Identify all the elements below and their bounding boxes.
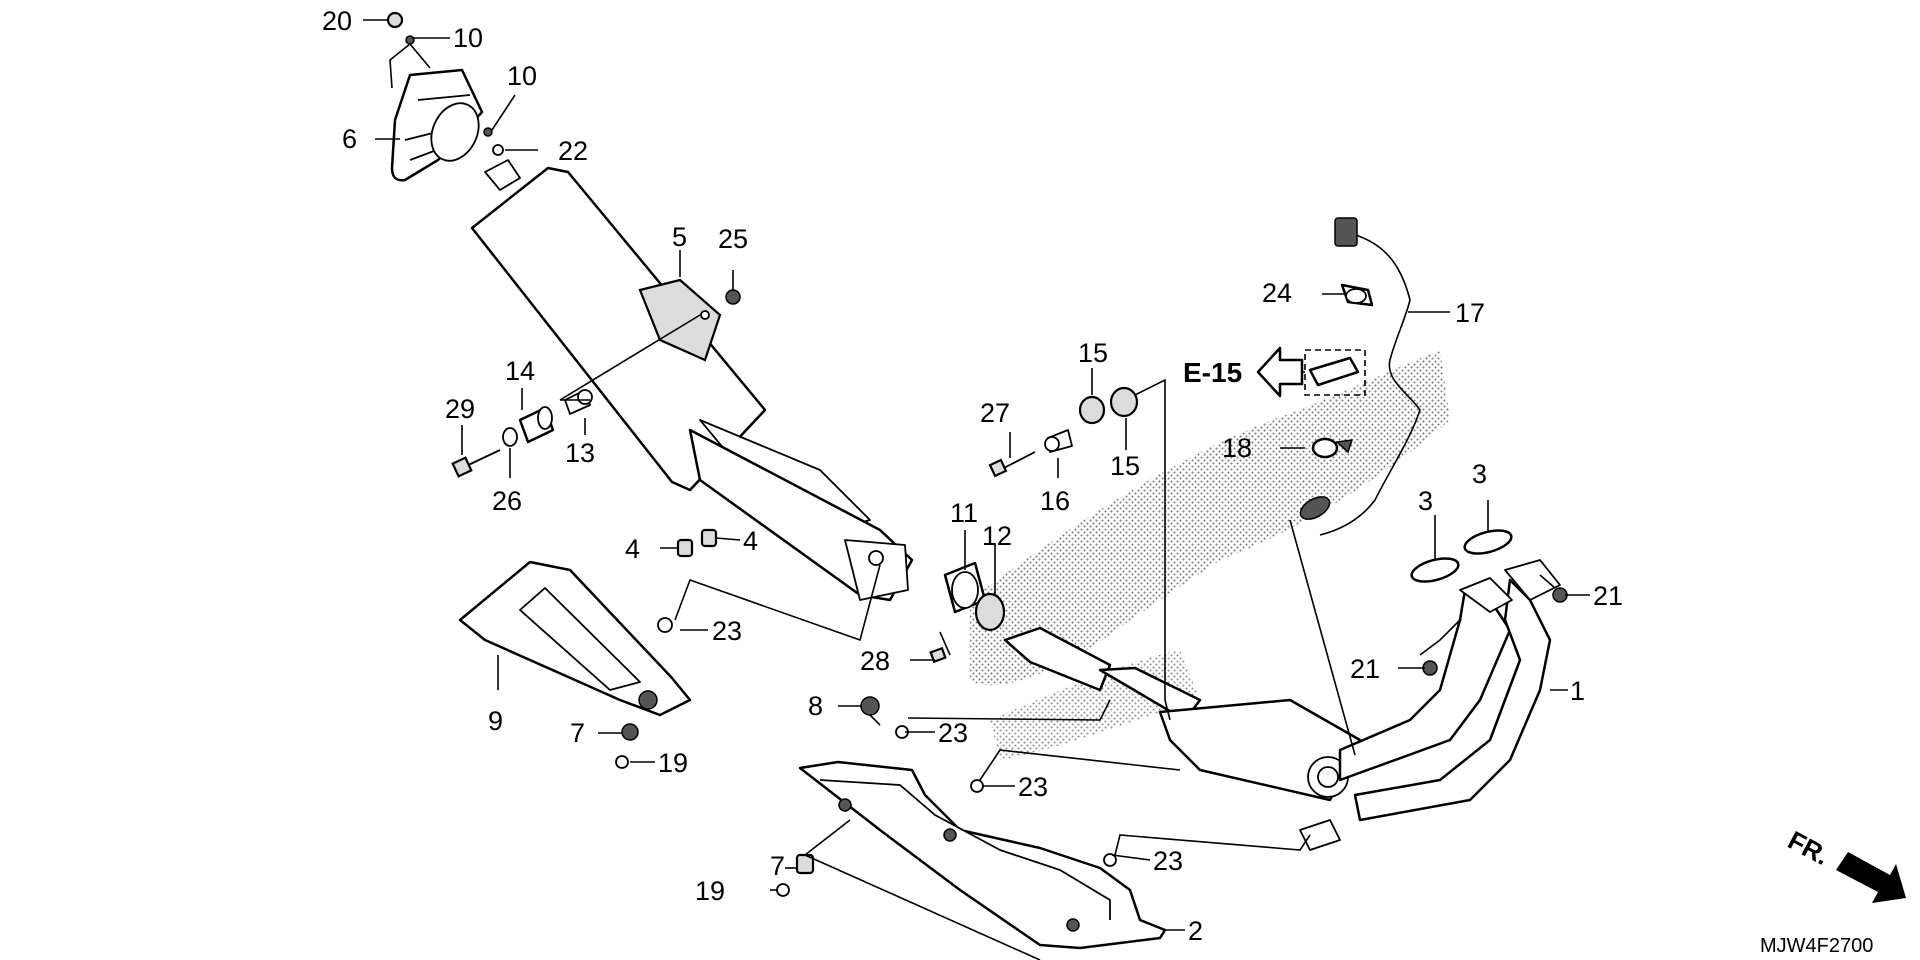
- callout-7b: 7: [770, 851, 785, 881]
- reference-arrow[interactable]: E-15: [1183, 346, 1305, 398]
- callout-29: 29: [445, 394, 475, 424]
- callout-15b: 15: [1110, 451, 1140, 481]
- callout-10b: 10: [507, 61, 537, 91]
- washer-26[interactable]: [502, 427, 518, 447]
- callout-14: 14: [505, 356, 535, 386]
- collar-7a[interactable]: [621, 723, 639, 741]
- gasket-12[interactable]: [974, 592, 1006, 632]
- reference-label: E-15: [1183, 357, 1242, 388]
- stay-bracket[interactable]: [1304, 349, 1366, 396]
- callout-16: 16: [1040, 486, 1070, 516]
- clamp-11[interactable]: [943, 561, 987, 614]
- callout-19a: 19: [658, 748, 688, 778]
- fr-label: FR.: [1783, 825, 1834, 871]
- o2-sensor-wire[interactable]: [1297, 217, 1421, 536]
- collar-13[interactable]: [564, 389, 593, 415]
- muffler[interactable]: [470, 159, 914, 602]
- callout-12: 12: [982, 521, 1012, 551]
- callout-11: 11: [950, 498, 978, 528]
- callout-17: 17: [1455, 298, 1485, 328]
- bolt-19a[interactable]: [615, 755, 629, 769]
- callout-labels: 20 10 10 6 22 5 25 29 14 13 26 4 4 23 9 …: [322, 6, 1623, 946]
- gasket-3b[interactable]: [1462, 526, 1514, 558]
- callout-2: 2: [1188, 916, 1203, 946]
- callout-23b: 23: [938, 718, 968, 748]
- bolt-28[interactable]: [929, 631, 951, 664]
- screw-20[interactable]: [386, 11, 404, 29]
- gasket-22[interactable]: [492, 144, 504, 156]
- callout-27: 27: [980, 398, 1010, 428]
- callout-6: 6: [342, 124, 357, 154]
- callout-4a: 4: [625, 534, 640, 564]
- callout-20: 20: [322, 6, 352, 36]
- callout-4b: 4: [743, 526, 758, 556]
- nut-21b[interactable]: [1552, 587, 1568, 603]
- bolt-29[interactable]: [451, 449, 501, 478]
- callout-25: 25: [718, 224, 748, 254]
- bolt-27[interactable]: [988, 451, 1036, 478]
- nut-21a[interactable]: [1422, 660, 1438, 676]
- clip-24[interactable]: [1340, 283, 1374, 307]
- clamp-18[interactable]: [1311, 437, 1354, 459]
- front-direction-marker: FR.: [1783, 825, 1906, 903]
- callout-7a: 7: [570, 718, 585, 748]
- rubber-15a[interactable]: [1078, 395, 1106, 425]
- mount-rubber-4a[interactable]: [676, 538, 694, 558]
- muffler-heat-shield[interactable]: [458, 560, 692, 717]
- gasket-3a[interactable]: [1409, 554, 1461, 586]
- washer-10b[interactable]: [483, 127, 493, 137]
- callout-13: 13: [565, 438, 595, 468]
- callout-26: 26: [492, 486, 522, 516]
- nut-23c[interactable]: [970, 779, 984, 793]
- callout-19b: 19: [695, 876, 725, 906]
- callout-1: 1: [1570, 676, 1585, 706]
- lower-heat-shield[interactable]: [798, 760, 1167, 950]
- callout-8: 8: [808, 691, 823, 721]
- callout-22: 22: [558, 136, 588, 166]
- callout-5: 5: [672, 222, 687, 252]
- callout-3a: 3: [1418, 486, 1433, 516]
- mount-rubber-4b[interactable]: [700, 528, 718, 548]
- shading-area: [970, 350, 1450, 686]
- nut-25[interactable]: [725, 289, 741, 305]
- rubber-15b[interactable]: [1109, 386, 1139, 418]
- nut-23d[interactable]: [1103, 853, 1117, 867]
- callout-10a: 10: [453, 23, 483, 53]
- muffler-end-cap[interactable]: [390, 68, 488, 182]
- collar-14[interactable]: [518, 406, 555, 444]
- nut-23a[interactable]: [657, 617, 673, 633]
- callout-21a: 21: [1350, 654, 1380, 684]
- callout-24: 24: [1262, 278, 1292, 308]
- callout-21b: 21: [1593, 581, 1623, 611]
- collar-8[interactable]: [860, 696, 880, 716]
- callout-23d: 23: [1153, 846, 1183, 876]
- collar-16[interactable]: [1044, 429, 1073, 453]
- callout-15a: 15: [1078, 338, 1108, 368]
- leader-lines: [363, 19, 1590, 960]
- callout-3b: 3: [1472, 459, 1487, 489]
- exhaust-pipe-assembly[interactable]: [1003, 559, 1561, 851]
- bolt-19b[interactable]: [776, 883, 790, 897]
- callout-9: 9: [488, 706, 503, 736]
- callout-18: 18: [1222, 433, 1252, 463]
- callout-28: 28: [860, 646, 890, 676]
- diagram-code: MJW4F2700: [1760, 935, 1873, 957]
- front-arrow-icon: [1836, 852, 1906, 903]
- callout-23c: 23: [1018, 772, 1048, 802]
- callout-23a: 23: [712, 616, 742, 646]
